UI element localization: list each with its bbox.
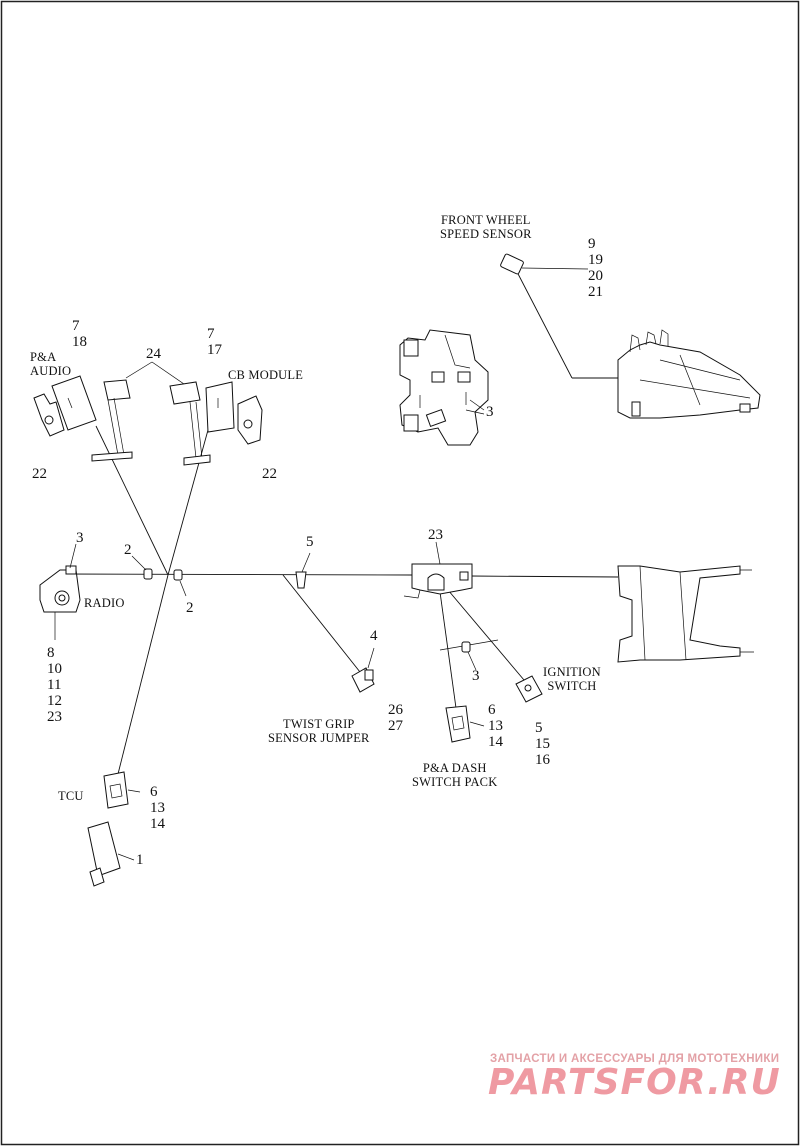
- label-line: AUDIO: [30, 364, 72, 378]
- label-line: P&A: [30, 350, 57, 364]
- label-line: P&A DASH: [422, 761, 487, 775]
- callout-22-right: 22: [262, 466, 277, 482]
- twist-grip-sensor-jumper: [351, 647, 375, 693]
- label-line: SWITCH PACK: [412, 775, 498, 789]
- callout-3-top: 3: [486, 404, 494, 420]
- callout-number: 6: [488, 702, 496, 718]
- upper-mounting-bracket: [399, 329, 489, 446]
- callout-number: 18: [72, 334, 87, 350]
- pa-audio-connector: [33, 375, 97, 437]
- label-tcu: TCU: [58, 789, 84, 803]
- callout-number: 17: [207, 342, 222, 358]
- callout-number: 14: [150, 816, 165, 832]
- front-wheel-speed-sensor-connector: [500, 253, 589, 275]
- callout-number: 7: [72, 318, 80, 334]
- callout-3-radio: 3: [76, 530, 84, 546]
- callout-number: 14: [488, 734, 503, 750]
- callout-number: 13: [488, 718, 503, 734]
- callout-number: 13: [150, 800, 165, 816]
- label-line: SPEED SENSOR: [440, 227, 532, 241]
- callout-number: 7: [207, 326, 215, 342]
- label-cb-module: CB MODULE: [228, 368, 304, 382]
- callout-number: 10: [47, 661, 62, 677]
- tcu-connector: [103, 771, 141, 809]
- label-line: IGNITION: [543, 665, 601, 679]
- label-ignition-switch: IGNITION SWITCH: [543, 665, 601, 693]
- bracket-23: [403, 541, 473, 599]
- clip-5: [295, 552, 311, 589]
- tie-strap-3-lower: [461, 641, 477, 671]
- label-line: FRONT WHEEL: [441, 213, 531, 227]
- label-line: SENSOR JUMPER: [268, 731, 370, 745]
- callout-23: 23: [428, 527, 443, 543]
- label-radio: RADIO: [84, 596, 125, 610]
- cb-module-connector: [205, 381, 263, 445]
- callout-number: 12: [47, 693, 62, 709]
- connector-24-right: [125, 361, 211, 466]
- leader-line-3-top-2: [465, 409, 485, 415]
- callout-number: 26: [388, 702, 403, 718]
- callout-number: 9: [588, 236, 596, 252]
- connector-24-left: [91, 379, 133, 462]
- leader-line-radio-3: [69, 543, 77, 569]
- label-pa-dash-switch-pack: P&A DASH SWITCH PACK: [412, 761, 497, 789]
- callout-1: 1: [136, 852, 144, 868]
- callout-number: 6: [150, 784, 158, 800]
- callout-front-wheel-sensor: 9 19 20 21: [588, 236, 603, 300]
- ignition-switch-connector: [515, 675, 543, 703]
- callout-number: 23: [47, 709, 62, 725]
- callout-22-left: 22: [32, 466, 47, 482]
- callout-ignition-parts: 5 15 16: [535, 720, 550, 768]
- front-fender-bracket: [617, 329, 761, 419]
- callout-4: 4: [370, 628, 378, 644]
- watermark-logo: PARTSFOR.RU: [488, 1062, 781, 1103]
- callout-dash-switch-parts: 6 13 14: [488, 702, 503, 750]
- label-front-wheel-speed-sensor: FRONT WHEEL SPEED SENSOR: [440, 213, 532, 241]
- callout-pa-audio: 7 18: [72, 318, 87, 350]
- callout-3-lower: 3: [472, 668, 480, 684]
- callout-radio-parts: 8 10 11 12 23: [47, 645, 62, 725]
- tie-strap-2: [131, 555, 187, 597]
- callout-tcu-parts: 6 13 14: [150, 784, 165, 832]
- callout-number: 8: [47, 645, 55, 661]
- callout-number: 27: [388, 718, 403, 734]
- dash-switch-pack-connector: [445, 705, 485, 743]
- callout-cb-module: 7 17: [207, 326, 222, 358]
- callout-2-left: 2: [124, 542, 132, 558]
- callout-2-right: 2: [186, 600, 194, 616]
- callout-5-clip: 5: [306, 534, 314, 550]
- callout-number: 20: [588, 268, 603, 284]
- watermark-tagline: ЗАПЧАСТИ И АКСЕССУАРЫ ДЛЯ МОТОТЕХНИКИ: [490, 1053, 780, 1065]
- callout-jumper-parts: 26 27: [388, 702, 403, 734]
- part-1-connector: [87, 821, 135, 887]
- label-line: TWIST GRIP: [283, 717, 355, 731]
- callout-number: 11: [47, 677, 62, 693]
- callout-number: 15: [535, 736, 550, 752]
- callout-number: 5: [535, 720, 543, 736]
- callout-number: 19: [588, 252, 603, 268]
- callout-24: 24: [146, 346, 161, 362]
- label-line: SWITCH: [547, 679, 597, 693]
- right-fork-bracket: [617, 565, 754, 663]
- label-pa-audio: P&A AUDIO: [30, 350, 71, 378]
- label-twist-grip-sensor-jumper: TWIST GRIP SENSOR JUMPER: [268, 717, 370, 745]
- callout-number: 21: [588, 284, 603, 300]
- leader-line-3-top: [469, 399, 485, 411]
- callout-number: 16: [535, 752, 550, 768]
- radio-unit: [39, 565, 81, 640]
